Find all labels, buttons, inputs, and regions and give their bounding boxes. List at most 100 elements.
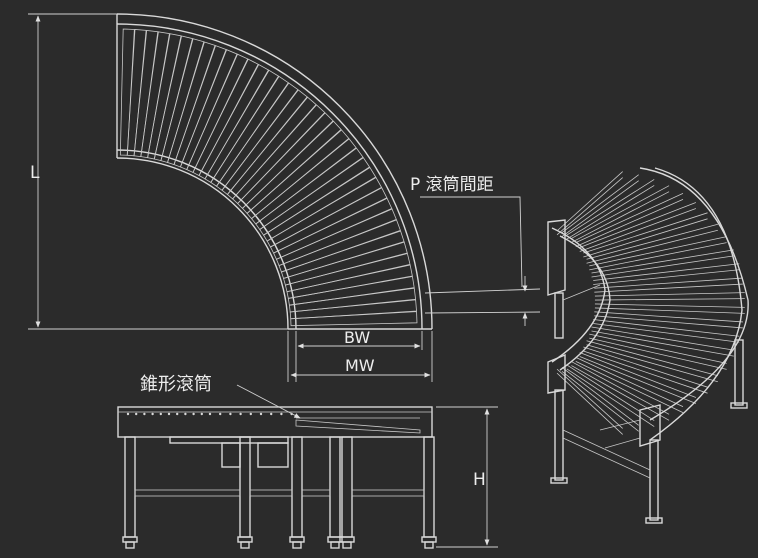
roller: [173, 45, 227, 168]
iso-roller: [593, 263, 740, 281]
roller: [215, 82, 299, 191]
iso-roller: [583, 212, 708, 254]
frame-hole: [126, 412, 130, 416]
iso-roller: [586, 340, 718, 377]
iso-roller-edge: [579, 208, 697, 252]
iso-roller-edge: [556, 177, 623, 236]
roller: [153, 35, 193, 162]
iso-roller-edge: [594, 283, 743, 293]
roller: [266, 176, 383, 248]
iso-roller-edge: [561, 180, 639, 237]
iso-roller-edge: [593, 323, 740, 343]
roller: [284, 253, 411, 293]
iso-legs: [550, 284, 748, 524]
drive-box-left: [221, 442, 241, 468]
pitch-dimension: [420, 196, 541, 326]
drive-box-right: [257, 442, 289, 468]
iso-roller-edge: [556, 372, 623, 435]
roller: [288, 287, 417, 313]
roller: [255, 147, 364, 231]
roller: [147, 33, 182, 160]
length-dimension: [28, 13, 296, 330]
frame-hole: [167, 412, 171, 416]
roller: [237, 112, 334, 209]
outer-frame-inner-arc: [116, 23, 423, 330]
frame-hole: [229, 412, 232, 416]
side-view: [117, 406, 437, 549]
iso-roller: [579, 352, 697, 398]
roller: [278, 219, 401, 273]
tapered-roller-label: 錐形滾筒: [140, 374, 212, 395]
iso-end-plate-front: [547, 353, 566, 394]
roller: [259, 157, 371, 236]
roller: [286, 264, 413, 299]
roller: [290, 311, 418, 327]
roller: [179, 49, 238, 171]
iso-roller: [583, 346, 708, 388]
iso-roller-edge: [591, 255, 734, 278]
iso-roller: [594, 311, 743, 323]
frame-hole: [184, 412, 187, 416]
side-frame-beam: [117, 406, 433, 438]
iso-roller-edge: [589, 337, 727, 370]
side-frame-holes: [126, 412, 293, 416]
tapered-roller-leader: [236, 384, 301, 419]
roller: [133, 29, 159, 158]
roller: [273, 197, 393, 260]
iso-roller: [589, 333, 727, 364]
roller: [186, 53, 249, 173]
iso-roller-edge: [593, 269, 740, 285]
roller: [204, 69, 280, 184]
roller: [160, 38, 205, 163]
roller: [283, 241, 408, 286]
roller: [275, 208, 397, 267]
roller: [241, 120, 342, 215]
roller: [210, 75, 289, 187]
roller: [221, 89, 308, 196]
roller: [269, 187, 388, 254]
iso-roller-edge: [571, 191, 670, 243]
drive-bracket: [169, 436, 289, 444]
mw-label: MW: [345, 356, 375, 375]
iso-outer-frame-bottom: [649, 167, 743, 441]
iso-roller-edge: [594, 298, 745, 301]
iso-roller-edge: [566, 185, 655, 240]
iso-roller: [566, 179, 655, 236]
roller: [246, 129, 350, 220]
iso-roller: [594, 292, 745, 297]
iso-end-plate-right: [639, 404, 661, 447]
isometric-rollers: [556, 171, 745, 435]
roller: [126, 29, 147, 157]
roller: [192, 58, 259, 177]
iso-roller: [591, 326, 734, 351]
top-view-rollers: [119, 28, 418, 327]
roller: [231, 104, 326, 205]
iso-inner-frame-front: [559, 235, 611, 371]
frame-hole: [249, 412, 252, 416]
iso-roller: [561, 367, 639, 426]
frame-hole: [151, 412, 154, 416]
frame-hole: [219, 412, 222, 416]
iso-roller: [575, 357, 684, 407]
iso-roller-edge: [579, 356, 697, 404]
isometric-view: [547, 167, 749, 524]
iso-roller: [571, 361, 670, 415]
width-dimensions: [287, 331, 433, 382]
iso-roller-edge: [561, 371, 639, 432]
roller: [250, 138, 357, 225]
iso-roller: [586, 223, 718, 260]
iso-outer-frame-top: [639, 167, 749, 421]
roller: [280, 230, 405, 280]
inner-frame-inner-arc: [116, 157, 289, 330]
outer-frame-arc: [116, 13, 433, 330]
top-view-curve: [116, 13, 433, 330]
frame-hole: [192, 412, 195, 416]
frame-hole: [200, 412, 203, 416]
frame-hole: [159, 412, 162, 416]
iso-roller-edge: [571, 365, 670, 421]
iso-roller-edge: [586, 344, 718, 383]
inner-frame-arc: [116, 149, 297, 330]
iso-roller: [556, 368, 623, 429]
iso-roller: [571, 185, 670, 239]
frame-hole: [143, 412, 146, 416]
